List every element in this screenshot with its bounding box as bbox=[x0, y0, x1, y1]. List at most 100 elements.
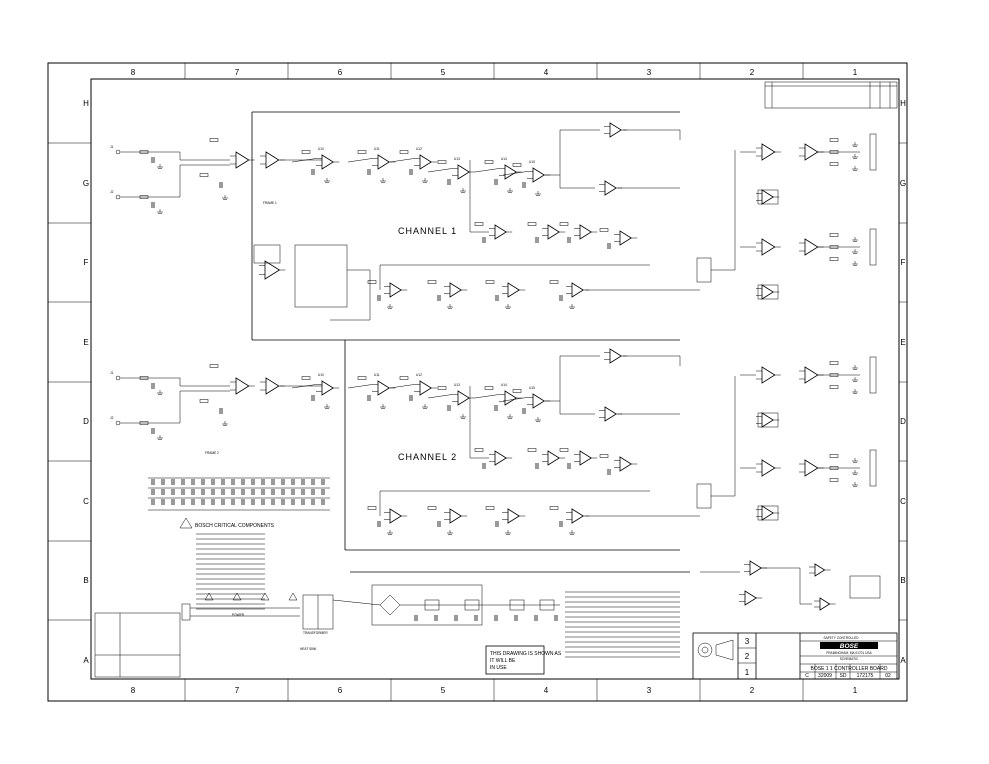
output-connector bbox=[869, 356, 877, 394]
filter-stage-op-amp bbox=[504, 164, 517, 180]
wire bbox=[150, 164, 230, 198]
title-address: FRAMINGHAM, MA 01701 USA bbox=[826, 651, 872, 655]
wire bbox=[760, 567, 812, 605]
resistor bbox=[829, 162, 839, 166]
warning-triangle bbox=[232, 592, 242, 601]
output-driver-op-amp bbox=[761, 366, 776, 384]
resistor bbox=[829, 150, 839, 154]
filter-stage-op-amp bbox=[419, 380, 432, 396]
resistor bbox=[367, 280, 377, 284]
heat-sink-label: HEAT SINK bbox=[300, 647, 317, 651]
filter-stage-op-amp bbox=[377, 380, 390, 396]
sheet-number-2: 2 bbox=[745, 652, 750, 661]
component-label: U12 bbox=[416, 147, 422, 151]
column-label-top: 5 bbox=[441, 68, 446, 77]
resistor bbox=[139, 421, 149, 425]
eq-stage-op-amp bbox=[494, 450, 507, 466]
column-label-top: 4 bbox=[544, 68, 549, 77]
resistor bbox=[474, 448, 484, 452]
resistor bbox=[199, 399, 209, 403]
wire bbox=[469, 386, 489, 459]
input-buffer-op-amp bbox=[235, 377, 250, 395]
projection-symbol bbox=[697, 642, 713, 658]
input-gain-op-amp bbox=[265, 151, 280, 169]
resistor bbox=[357, 376, 367, 380]
row-label-left: G bbox=[83, 179, 89, 188]
notes-line-3: IN USE bbox=[490, 665, 507, 671]
wire bbox=[474, 394, 500, 399]
column-label-bottom: 3 bbox=[647, 686, 652, 695]
resistor bbox=[139, 150, 149, 154]
column-label-bottom: 8 bbox=[131, 686, 136, 695]
vca-block bbox=[294, 244, 348, 308]
output-driver-op-amp bbox=[804, 143, 819, 161]
component-label: U14 bbox=[501, 383, 507, 387]
wire bbox=[389, 384, 415, 389]
column-label-top: 3 bbox=[647, 68, 652, 77]
wire bbox=[379, 490, 650, 516]
title-cage: 32009 bbox=[818, 673, 832, 679]
component-label: U15 bbox=[529, 160, 535, 164]
left-revision-table bbox=[94, 612, 181, 678]
resistor bbox=[512, 389, 522, 393]
component-label: J2 bbox=[110, 190, 114, 194]
crossover-op-amp bbox=[604, 406, 617, 422]
wire bbox=[427, 394, 453, 399]
resistor bbox=[829, 257, 839, 261]
wire bbox=[469, 160, 489, 233]
resistor bbox=[484, 386, 494, 390]
wire bbox=[502, 171, 528, 176]
title-size: C bbox=[805, 673, 809, 679]
output-driver-op-amp bbox=[761, 459, 776, 477]
crossover-op-amp bbox=[609, 122, 622, 138]
output-driver-op-amp bbox=[761, 238, 776, 256]
vca-op-amp bbox=[264, 260, 281, 280]
resistor bbox=[559, 222, 569, 226]
ic-block bbox=[849, 575, 881, 599]
wire bbox=[379, 264, 650, 290]
power-labels: POWER TRANSFORMER HEAT SINK FRAME 1 FRAM… bbox=[205, 201, 328, 651]
eq-stage-op-amp bbox=[547, 450, 560, 466]
resistor bbox=[829, 373, 839, 377]
row-label-right: G bbox=[900, 179, 906, 188]
row-label-left: F bbox=[84, 258, 89, 267]
row-label-right: E bbox=[900, 338, 905, 347]
output-driver-op-amp bbox=[761, 412, 774, 428]
wire bbox=[150, 151, 230, 161]
warning-triangle bbox=[204, 592, 214, 601]
resistor bbox=[301, 376, 311, 380]
eq-stage-op-amp bbox=[547, 224, 560, 240]
column-label-top: 1 bbox=[853, 68, 858, 77]
output-connector bbox=[869, 228, 877, 266]
resistor bbox=[437, 160, 447, 164]
column-label-bottom: 2 bbox=[750, 686, 755, 695]
wire bbox=[347, 384, 373, 389]
limiter-op-amp bbox=[507, 508, 520, 524]
component-label: U13 bbox=[454, 157, 460, 161]
input-gain-op-amp bbox=[265, 377, 280, 395]
wire bbox=[559, 401, 595, 415]
resistor bbox=[829, 385, 839, 389]
wire bbox=[559, 175, 595, 189]
regulator-op-amp bbox=[814, 563, 826, 577]
row-label-left: C bbox=[83, 497, 89, 506]
resistor bbox=[559, 448, 569, 452]
component-label: U11 bbox=[374, 373, 380, 377]
limiter-op-amp bbox=[389, 508, 402, 524]
filter-stage-op-amp bbox=[419, 154, 432, 170]
channel-2-label: CHANNEL 2 bbox=[398, 452, 457, 462]
title-company-line: SAFETY CONTROLLED bbox=[823, 636, 859, 640]
title-type: SCHEMATIC bbox=[840, 657, 859, 661]
filter-stage-op-amp bbox=[457, 390, 470, 406]
column-label-top: 7 bbox=[235, 68, 240, 77]
resistor bbox=[549, 506, 559, 510]
notes-line-2: IT WILL BE bbox=[490, 658, 516, 664]
filter-stage-op-amp bbox=[532, 167, 545, 183]
limiter-op-amp bbox=[507, 282, 520, 298]
column-label-bottom: 5 bbox=[441, 686, 446, 695]
resistor bbox=[474, 222, 484, 226]
wire bbox=[330, 269, 371, 321]
eq-stage-op-amp bbox=[619, 230, 632, 246]
filter-stage-op-amp bbox=[532, 393, 545, 409]
